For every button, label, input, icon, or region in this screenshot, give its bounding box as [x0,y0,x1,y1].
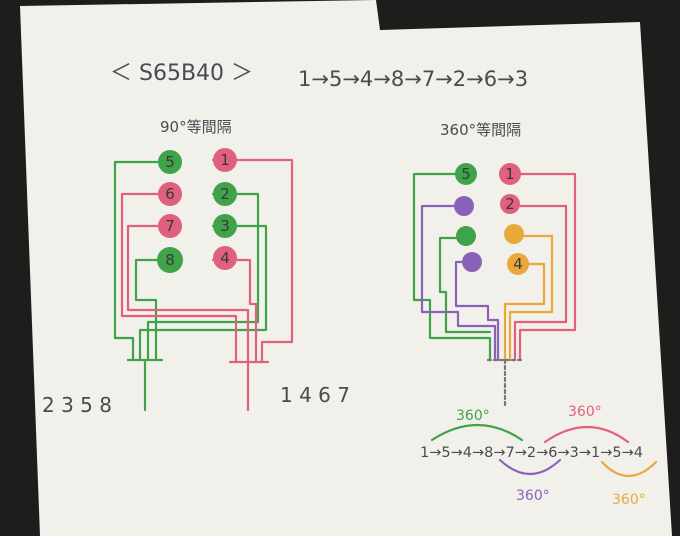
arc-label-orange: 360° [612,492,646,508]
left-wiring [113,158,294,412]
svg-text:2: 2 [505,195,515,213]
svg-text:3: 3 [220,217,230,235]
left-cylinder-6: 6 [158,182,182,206]
right-cylinder-2: 2 [500,194,520,214]
left-cylinder-3: 3 [213,214,237,238]
right-cylinder-5: 5 [455,163,477,185]
left-cylinder-2: 2 [213,182,237,206]
left-cylinder-8: 8 [157,247,183,273]
svg-text:4: 4 [220,249,230,267]
firing-order-top: 1→5→4→8→7→2→6→3 [298,67,528,91]
left-heading: 90°等間隔 [160,118,232,136]
arc-label-green: 360° [456,408,490,424]
left-green-group-label: 2 3 5 8 [42,393,112,417]
svg-text:5: 5 [461,165,471,183]
right-cylinder-green-b [456,226,476,246]
firing-order-bottom: 1→5→4→8→7→2→6→3→1→5→4 [420,445,643,461]
right-cylinder-purple-a [454,196,474,216]
left-pink-group-label: 1 4 6 7 [280,383,350,407]
right-cylinder-1: 1 [499,163,521,185]
svg-text:8: 8 [165,251,175,269]
left-cylinder-4: 4 [213,246,237,270]
left-cylinder-1: 1 [213,148,237,172]
right-cylinder-4: 4 [507,253,529,275]
left-cylinders: 5 6 7 8 1 2 3 4 [157,148,237,273]
right-cylinder-orange-a [504,224,524,244]
svg-text:5: 5 [165,153,175,171]
engine-code-label: ＜ S65B40 ＞ [110,61,253,86]
left-cylinder-7: 7 [158,214,182,238]
svg-text:1: 1 [505,165,515,183]
right-wiring [412,172,577,410]
svg-text:2: 2 [220,185,230,203]
svg-text:6: 6 [165,185,175,203]
svg-text:4: 4 [513,255,523,273]
svg-text:7: 7 [165,217,175,235]
firing-interval-arcs [430,424,658,477]
svg-text:1: 1 [220,151,230,169]
arc-label-purple: 360° [516,488,550,504]
right-cylinders: 5 1 2 4 [454,163,529,275]
right-heading: 360°等間隔 [440,121,521,139]
paper-sheet [20,0,672,536]
left-cylinder-5: 5 [158,150,182,174]
right-cylinder-purple-b [462,252,482,272]
arc-label-pink: 360° [568,404,602,420]
